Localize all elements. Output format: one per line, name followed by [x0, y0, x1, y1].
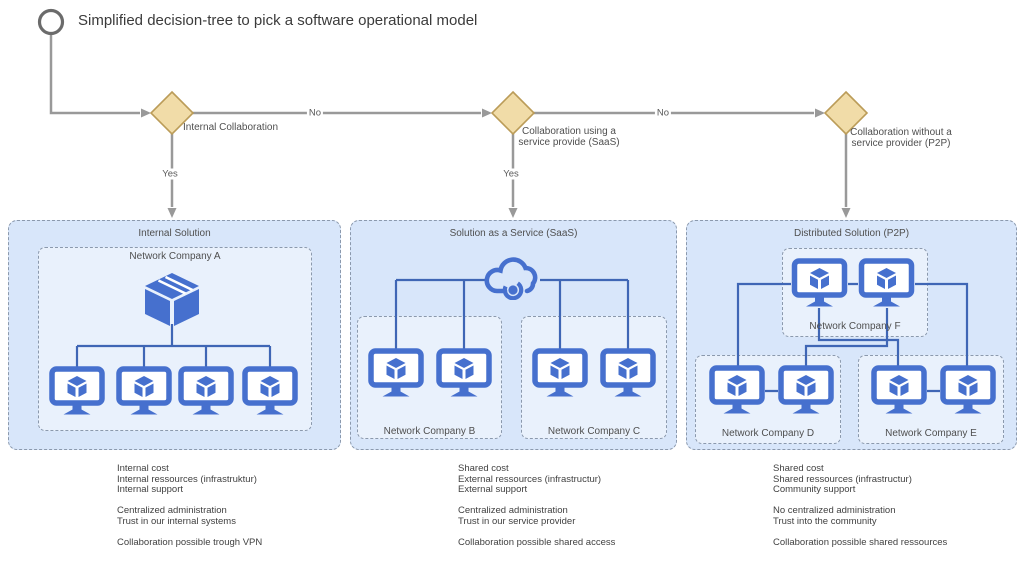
computer-icon: [791, 258, 848, 310]
notes-saas: Shared cost External ressources (infrast…: [458, 463, 616, 549]
computer-icon: [709, 365, 765, 417]
computer-icon: [368, 348, 424, 400]
notes-p2p: Shared cost Shared ressources (infrastru…: [773, 463, 948, 549]
cloud-sync-icon: [482, 250, 540, 300]
diagram-title: Simplified decision-tree to pick a softw…: [78, 12, 478, 29]
computer-icon: [532, 348, 588, 400]
computer-icon: [178, 366, 234, 418]
computer-icon: [858, 258, 915, 310]
computer-icon: [778, 365, 834, 417]
computer-icon: [940, 365, 996, 417]
decision-1-label: Internal Collaboration: [183, 122, 279, 133]
network-label-b: Network Company B: [383, 426, 476, 437]
branch-yes-1: Yes: [160, 168, 180, 180]
solution-title-saas: Solution as a Service (SaaS): [449, 228, 578, 239]
solution-title-internal: Internal Solution: [138, 228, 211, 239]
branch-no-1: No: [306, 107, 324, 119]
network-label-a: Network Company A: [129, 251, 221, 262]
branch-yes-2: Yes: [501, 168, 521, 180]
computer-icon: [871, 365, 927, 417]
branch-no-2: No: [654, 107, 672, 119]
computer-icon: [116, 366, 172, 418]
package-icon: [143, 272, 201, 327]
solution-title-p2p: Distributed Solution (P2P): [793, 228, 910, 239]
notes-internal: Internal cost Internal ressources (infra…: [117, 463, 263, 549]
computer-icon: [436, 348, 492, 400]
internal-solution-box: [8, 220, 341, 450]
network-label-f: Network Company F: [809, 321, 901, 332]
computer-icon: [600, 348, 656, 400]
computer-icon: [242, 366, 298, 418]
decision-3-label: Collaboration without a service provider…: [850, 127, 952, 149]
network-label-c: Network Company C: [547, 426, 641, 437]
network-label-d: Network Company D: [721, 428, 815, 439]
network-label-e: Network Company E: [885, 428, 977, 439]
start-node: [37, 8, 65, 36]
flow-lines: [49, 33, 848, 207]
computer-icon: [49, 366, 105, 418]
decision-2-label: Collaboration using a service provide (S…: [518, 126, 620, 148]
